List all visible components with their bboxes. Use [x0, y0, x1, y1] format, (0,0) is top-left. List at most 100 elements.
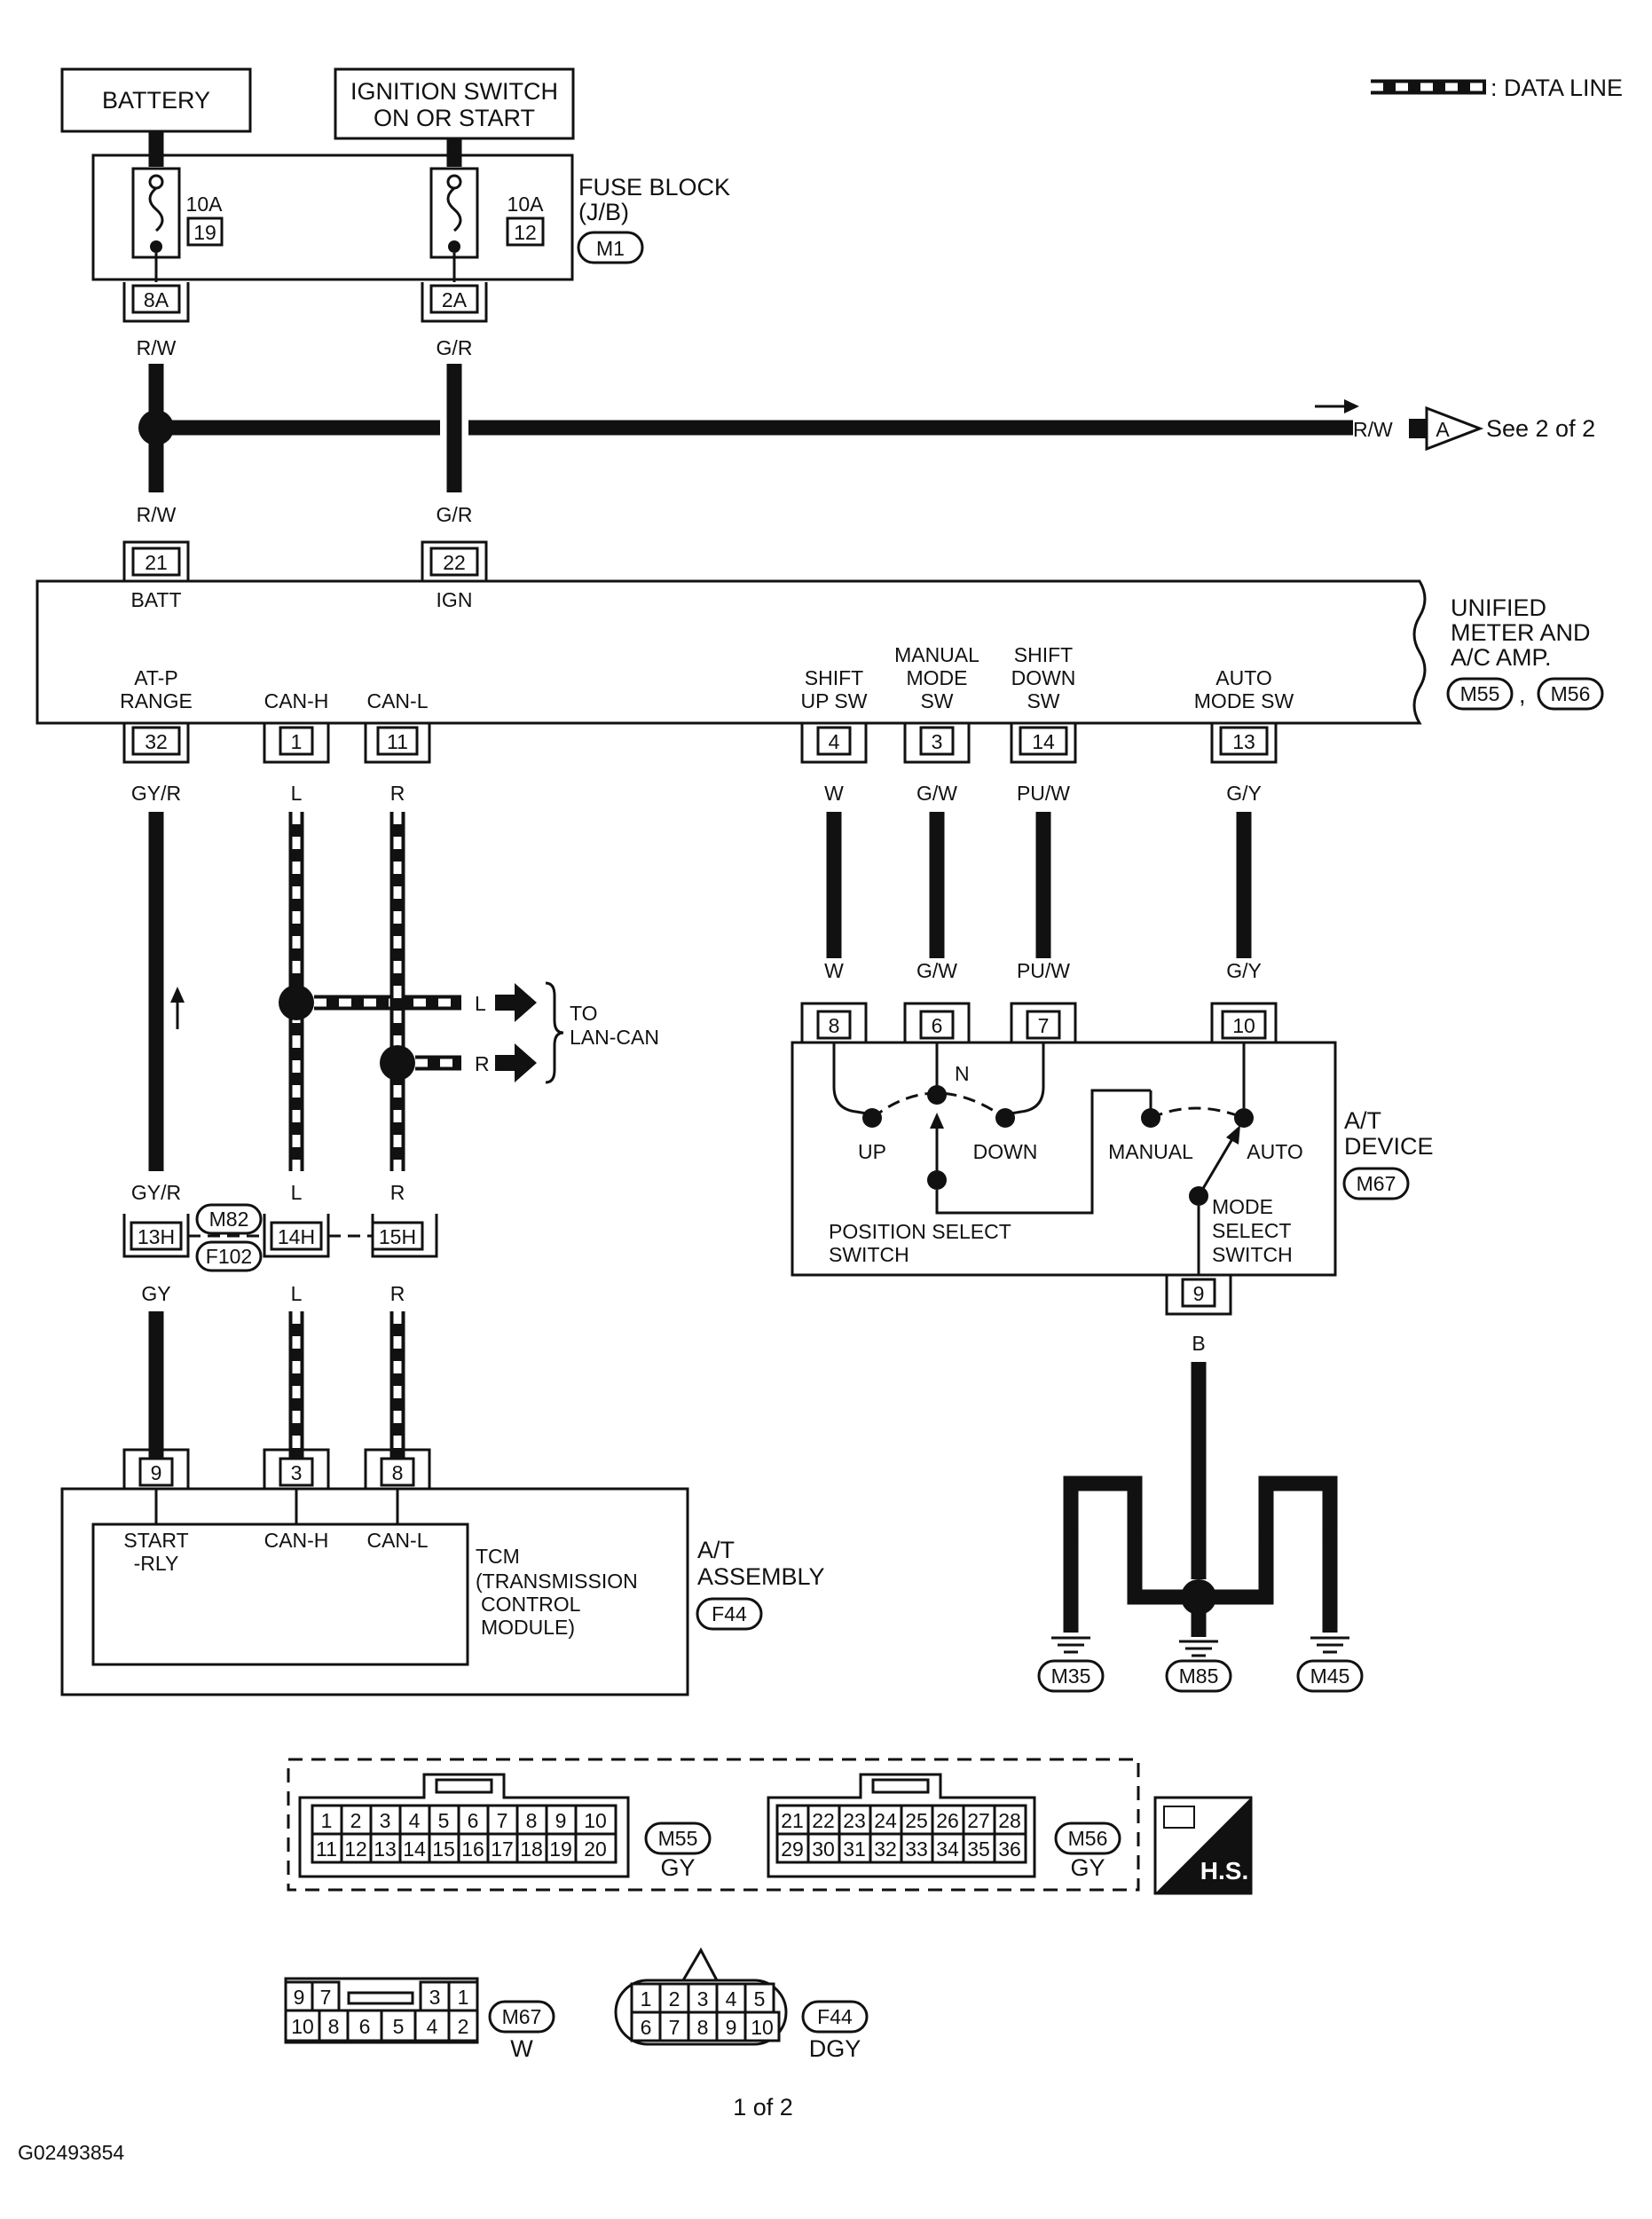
wire-label-gy: GY [141, 1282, 170, 1305]
meter-terminal-11-num: 11 [387, 730, 408, 753]
atp-label-2: RANGE [120, 689, 193, 712]
meter-title-2: METER AND [1451, 619, 1591, 646]
tcm-terminal-3: 3 [263, 1448, 330, 1489]
meter-terminal-22: 22 IGN [421, 540, 488, 611]
meter-terminal-14: 14 [1010, 723, 1077, 764]
f44-pin: 6 [641, 2016, 652, 2039]
manual-label-2: MODE [907, 666, 968, 689]
connector-view-m67: 9 7 3 1 10 8 6 5 4 2 M67 W [284, 1977, 555, 2062]
lan-can-l-label: L [475, 992, 486, 1015]
fuse-19-rating: 10A [186, 193, 224, 216]
terminal-8a-label: 8A [144, 288, 169, 311]
meter-terminal-21: 21 BATT [122, 540, 190, 611]
meter-terminal-4-num: 4 [829, 730, 840, 753]
figure-id: G02493854 [18, 2141, 124, 2164]
joint-connector-m82: M82 [209, 1208, 249, 1231]
tcm-terminal-8: 8 [364, 1448, 431, 1489]
wire-label-l-top: L [291, 782, 303, 805]
connector-view-m55: 1 2 3 4 5 6 7 8 9 10 11 12 13 14 15 16 1… [298, 1773, 712, 1881]
m56-pin: 21 [781, 1809, 804, 1832]
wire-label-b-top: B [1192, 1332, 1205, 1355]
splice-can-l [380, 1045, 415, 1081]
at-device-terminal-9: 9 [1165, 1275, 1232, 1316]
ground-symbol-m35: M35 [1037, 1636, 1105, 1693]
tcm-can-h: CAN-H [264, 1529, 329, 1552]
m67-pin: 8 [328, 2015, 340, 2038]
m56-pin: 27 [967, 1809, 990, 1832]
at-assembly-connector: F44 [712, 1602, 747, 1625]
meter-terminal-14-num: 14 [1032, 730, 1055, 753]
ignition-label-1: IGNITION SWITCH [350, 78, 558, 105]
shiftup-label-2: UP SW [801, 689, 868, 712]
wire-label-gw-bottom: G/W [916, 959, 957, 982]
tcm-pin-3: 3 [291, 1461, 303, 1484]
m56-pin: 23 [843, 1809, 866, 1832]
m67-color: W [510, 2035, 533, 2062]
m55-pin: 20 [584, 1837, 607, 1861]
at-device-pin-10: 10 [1232, 1014, 1255, 1037]
tcm-can-l: CAN-L [366, 1529, 428, 1552]
offpage-letter: A [1436, 418, 1450, 441]
m55-color: GY [660, 1854, 695, 1881]
lan-can-text-1: TO [570, 1002, 598, 1025]
ground-network: B B B B B B M35 M85 M45 [1037, 1332, 1364, 1693]
m56-pin: 30 [812, 1837, 835, 1861]
m55-pin: 14 [403, 1837, 426, 1861]
m56-color: GY [1070, 1854, 1105, 1881]
joint-connector: 13H 14H 15H M82 F102 [122, 1203, 438, 1272]
wire-label-gyr-top: GY/R [131, 782, 181, 805]
m67-pin: 9 [294, 1986, 305, 2009]
wire-label-w-top: W [824, 782, 844, 805]
tcm-pin-9: 9 [151, 1461, 162, 1484]
meter-terminal-11: 11 [364, 723, 431, 764]
meter-ign-label: IGN [437, 588, 473, 611]
f44-pin: 8 [697, 2016, 709, 2039]
contact-position-common [927, 1170, 947, 1190]
fuse-block-connector: M1 [596, 237, 625, 260]
wire-label-r-mid: R [390, 1181, 405, 1204]
canl-label: CAN-L [366, 689, 428, 712]
m56-row2: 29 30 31 32 33 34 35 36 [775, 1832, 1027, 1864]
m55-row1: 1 2 3 4 5 6 7 8 9 10 [311, 1804, 618, 1836]
wire-label-gr-bottom: G/R [437, 503, 473, 526]
m55-pin: 10 [584, 1809, 607, 1832]
wire-label-b-m35: B [1064, 1523, 1077, 1546]
f44-pin: 2 [669, 1987, 680, 2010]
meter-terminal-3-num: 3 [932, 730, 943, 753]
label-manual: MANUAL [1108, 1140, 1193, 1163]
m55-pin: 4 [409, 1809, 421, 1832]
m55-pin: 17 [491, 1837, 514, 1861]
at-p-range-wire: GY/R GY/R GY [131, 782, 185, 1460]
lan-can-r-label: R [475, 1052, 490, 1075]
wire-label-l-mid: L [291, 1181, 303, 1204]
wire-label-b-right: B [1259, 1523, 1272, 1546]
m67-pin: 2 [458, 2015, 469, 2038]
m56-pin: 22 [812, 1809, 835, 1832]
at-device-terminal-6: 6 [903, 1002, 971, 1043]
terminal-8a: 8A [122, 282, 190, 323]
can-l-wire: R R R [380, 782, 461, 1460]
tcm-name-3: CONTROL [481, 1593, 581, 1616]
at-device-title-1: A/T [1344, 1107, 1381, 1134]
shiftdown-label-1: SHIFT [1014, 643, 1073, 666]
at-device-pin-7: 7 [1038, 1014, 1050, 1037]
m55-pin: 16 [461, 1837, 484, 1861]
fuse-block-title: FUSE BLOCK [578, 174, 730, 201]
wire-label-l-bottom: L [291, 1282, 303, 1305]
auto-label-1: AUTO [1215, 666, 1271, 689]
ground-m85-label: M85 [1179, 1664, 1219, 1688]
meter-terminal-13: 13 [1210, 723, 1278, 764]
manual-label-3: SW [920, 689, 953, 712]
at-device-pin-9: 9 [1193, 1282, 1205, 1305]
ignition-switch-box: IGNITION SWITCH ON OR START [334, 67, 575, 140]
connector-view-f44: 1 2 3 4 5 6 7 8 9 10 F44 DGY [614, 1947, 869, 2062]
m67-pin: 1 [458, 1986, 469, 2009]
fuse-19-number: 19 [193, 221, 216, 244]
m56-pin: 29 [781, 1837, 804, 1861]
terminal-2a: 2A [421, 282, 488, 323]
f44-pin: 5 [754, 1987, 766, 2010]
f44-id: F44 [817, 2005, 853, 2028]
hs-label: H.S. [1200, 1857, 1248, 1885]
shiftdown-label-3: SW [1027, 689, 1059, 712]
meter-terminal-1: 1 [263, 723, 330, 764]
